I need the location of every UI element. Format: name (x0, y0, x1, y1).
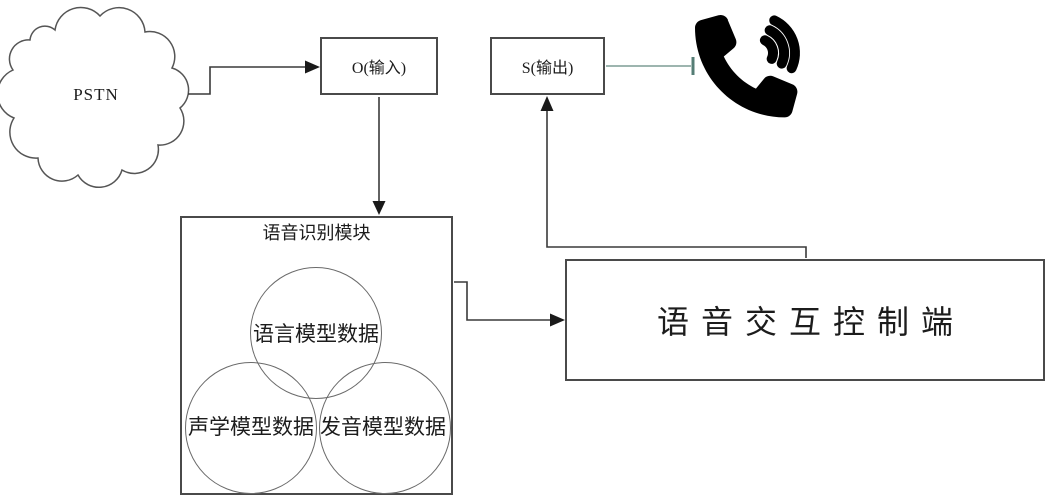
sound-wave-arc-medium (764, 25, 790, 69)
input-box-label: O(输入) (351, 60, 407, 77)
pronunciation-model-circle (319, 362, 451, 494)
sound-wave-arc-large (769, 15, 800, 74)
sound-wave-arc-small (759, 35, 778, 64)
cloud-shape (0, 6, 190, 189)
arrow-module-to-control (454, 281, 565, 327)
arrowhead-right-icon (550, 313, 565, 327)
output-box: S(输出) (490, 37, 605, 95)
arrow-control-to-output (540, 96, 807, 258)
handset-shape (695, 14, 798, 118)
pstn-label: PSTN (73, 85, 119, 104)
phone-volume-icon (695, 14, 800, 118)
arrowhead-up-icon (540, 96, 554, 111)
control-box-label: 语音交互控制端 (656, 304, 965, 340)
line-output-to-phone (606, 57, 695, 75)
output-box-label: S(输出) (521, 60, 574, 77)
acoustic-model-circle (185, 362, 317, 494)
input-box: O(输入) (320, 37, 438, 95)
arrowhead-down-icon (372, 201, 386, 215)
voice-interaction-control-box: 语音交互控制端 (565, 259, 1045, 381)
pronunciation-model-label: 发音模型数据 (320, 415, 446, 439)
arrow-cloud-to-input (188, 60, 320, 95)
arrowhead-right-icon (305, 60, 320, 74)
arrow-input-to-module (372, 97, 386, 215)
language-model-label: 语言模型数据 (253, 322, 379, 346)
module-title: 语音识别模块 (262, 223, 371, 243)
language-model-circle (250, 267, 382, 399)
acoustic-model-label: 声学模型数据 (188, 415, 314, 439)
